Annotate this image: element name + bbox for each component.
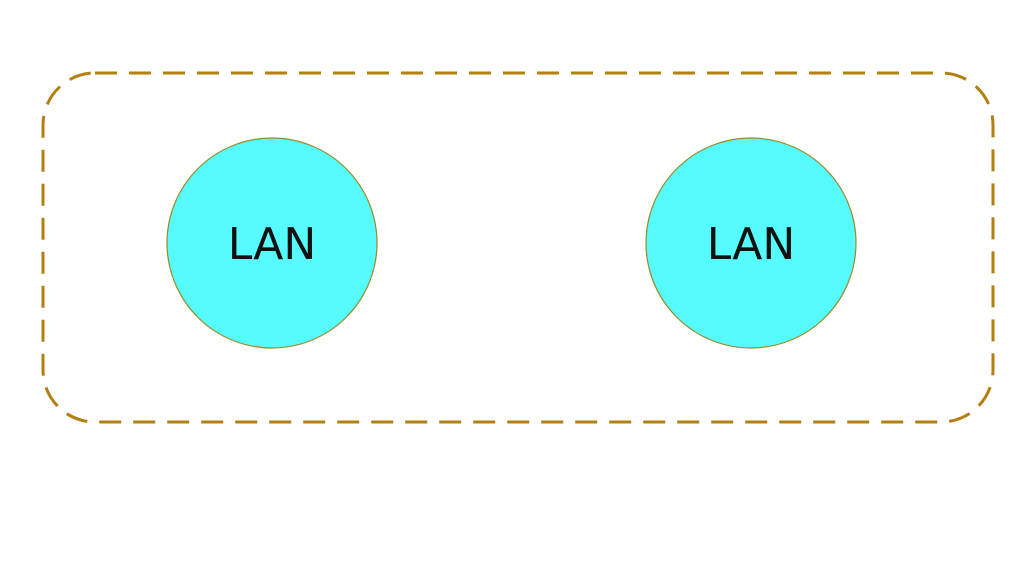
lan-node-right-circle bbox=[645, 137, 857, 349]
lan-node-right-label: LAN bbox=[707, 219, 796, 270]
lan-node-left-label: LAN bbox=[228, 219, 317, 270]
network-group-boundary bbox=[41, 71, 995, 424]
lan-node-left: LAN bbox=[166, 137, 378, 349]
lan-node-left-circle bbox=[166, 137, 378, 349]
lan-node-right: LAN bbox=[645, 137, 857, 349]
